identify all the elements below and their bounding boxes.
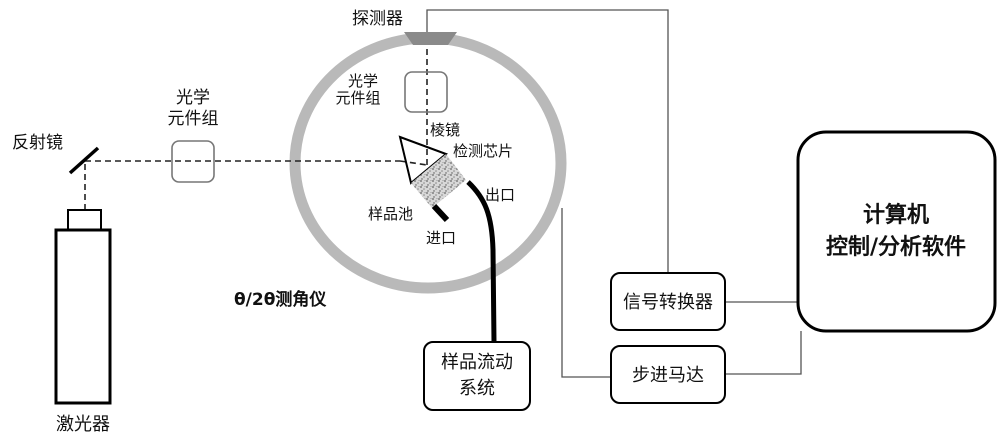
laser-label: 激光器 <box>56 414 110 435</box>
stepper-motor-box <box>610 345 726 404</box>
optics-inner-label-1: 光学 <box>348 72 378 90</box>
optics-group-outer <box>171 140 215 183</box>
chip-label: 检测芯片 <box>453 142 513 160</box>
mirror-label: 反射镜 <box>12 133 63 153</box>
sample-cell <box>411 154 466 208</box>
flow-system-box <box>423 341 531 411</box>
computer-label-1: 计算机 <box>863 202 929 228</box>
flow-system-label-2: 系统 <box>459 378 495 399</box>
optics-group-inner <box>404 71 448 113</box>
computer-label-2: 控制/分析软件 <box>826 234 966 260</box>
prism-label: 棱镜 <box>430 121 460 139</box>
laser-beam-path <box>84 45 428 210</box>
signal-wires <box>426 9 802 378</box>
optics-outer-label-2: 元件组 <box>168 109 219 129</box>
goniometer-ring <box>289 32 567 294</box>
computer-box <box>796 130 997 333</box>
outlet-tube <box>466 180 497 343</box>
optics-outer-label-1: 光学 <box>176 88 210 108</box>
signal-converter-label: 信号转换器 <box>623 292 713 313</box>
inlet-tube <box>431 203 450 223</box>
signal-converter-box <box>610 272 726 331</box>
outlet-label: 出口 <box>485 186 515 204</box>
laser-cap <box>67 209 102 231</box>
inlet-label: 进口 <box>426 229 456 247</box>
detector-shape <box>404 32 457 45</box>
stepper-motor-label: 步进马达 <box>632 365 704 386</box>
detector-label: 探测器 <box>352 9 403 29</box>
optics-inner-label-2: 元件组 <box>335 89 380 107</box>
flow-system-label-1: 样品流动 <box>441 352 513 373</box>
goniometer-label: θ/2θ测角仪 <box>234 289 327 310</box>
sample-cell-label: 样品池 <box>368 205 413 223</box>
mirror <box>68 146 100 175</box>
laser-body <box>54 228 112 405</box>
